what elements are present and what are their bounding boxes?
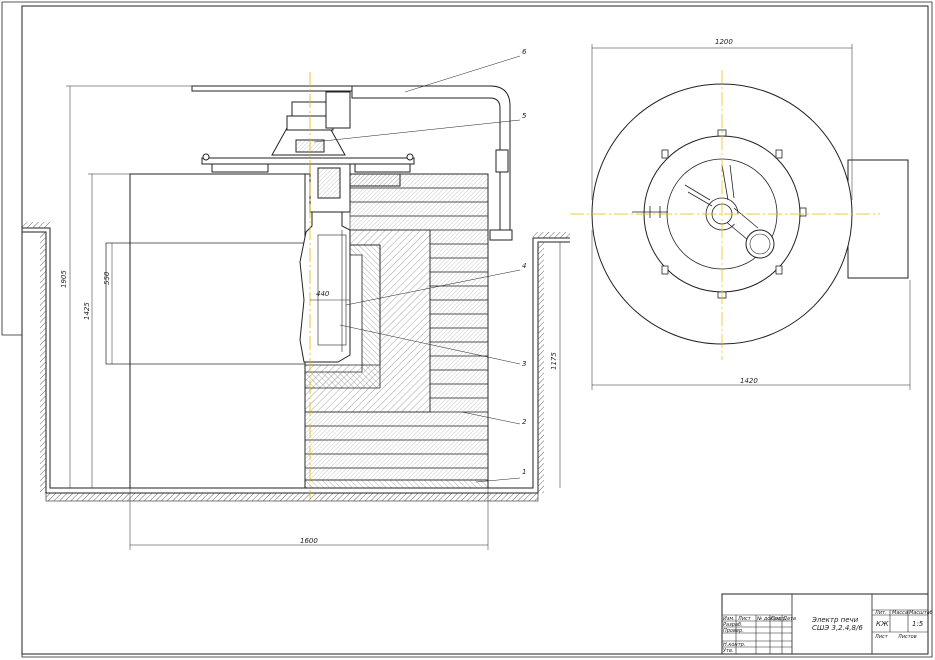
tb-sheets: Листов [897, 634, 917, 640]
callout-leaders [313, 55, 521, 483]
callout-4: 4 [522, 262, 526, 270]
cover-assembly [191, 85, 513, 241]
tb-row-label-1: Лист [737, 616, 752, 622]
pit-right-top-hatch [533, 232, 570, 238]
callout-5: 5 [522, 112, 527, 120]
tb-sheet: Лист [874, 634, 889, 640]
pit-left-wall-hatch [40, 232, 46, 493]
section-view: 1905 1425 550 440 1175 1600 1 2 3 4 5 6 [22, 48, 570, 550]
dim-plan-width-top: 1200 [715, 38, 733, 46]
plan-view [570, 44, 911, 390]
tb-litera-header: Лит. [874, 610, 887, 616]
title-line-2: СШЭ 3,2.4,8/6 [812, 624, 863, 632]
plan-side-box [847, 159, 909, 279]
tb-col-label-0: Разраб. [723, 622, 743, 628]
plan-arm [684, 164, 735, 207]
callout-1: 1 [522, 468, 526, 476]
tb-mass-header: Масса [892, 610, 908, 616]
dim-plan-width-bottom: 1420 [740, 377, 758, 385]
dim-overall-height: 1905 [60, 270, 68, 288]
title-line-1: Электр печи [811, 616, 859, 624]
tb-litera: КЖ [876, 620, 889, 628]
pit-left-top-hatch [22, 222, 50, 228]
dim-chamber-height: 1425 [83, 302, 91, 320]
tb-col-label-1: Провер. [723, 628, 744, 634]
tb-scale-header: Масштаб [909, 610, 933, 616]
tb-row-label-3: Подп. [771, 616, 786, 622]
tb-scale: 1:5 [912, 620, 924, 628]
pit-floor-hatch [45, 492, 539, 502]
callout-3: 3 [522, 360, 526, 368]
dim-inner-diameter: 440 [316, 290, 330, 298]
dim-inner-height: 550 [103, 271, 111, 285]
dim-base-width: 1600 [300, 537, 318, 545]
refractory-layer [304, 244, 381, 389]
plan-fitting [632, 206, 668, 218]
tb-col-label-2: Н.контр. [723, 642, 745, 648]
dimension-lines [66, 85, 561, 550]
tb-row-label-4: Дата [782, 616, 796, 622]
dim-pit-depth: 1175 [550, 352, 558, 370]
retort [299, 211, 351, 363]
bottom-plate [304, 479, 489, 489]
inner-chamber-outline [105, 242, 307, 365]
furnace-body-outline [129, 173, 311, 489]
pit-right-wall-hatch [538, 242, 544, 493]
callout-2: 2 [522, 418, 527, 426]
tb-row-label-2: № докум. [756, 616, 782, 622]
title-block [721, 593, 929, 655]
tb-row-label-0: Изм. [723, 616, 735, 622]
callout-6: 6 [522, 48, 527, 56]
tb-col-label-3: Утв. [723, 648, 734, 654]
